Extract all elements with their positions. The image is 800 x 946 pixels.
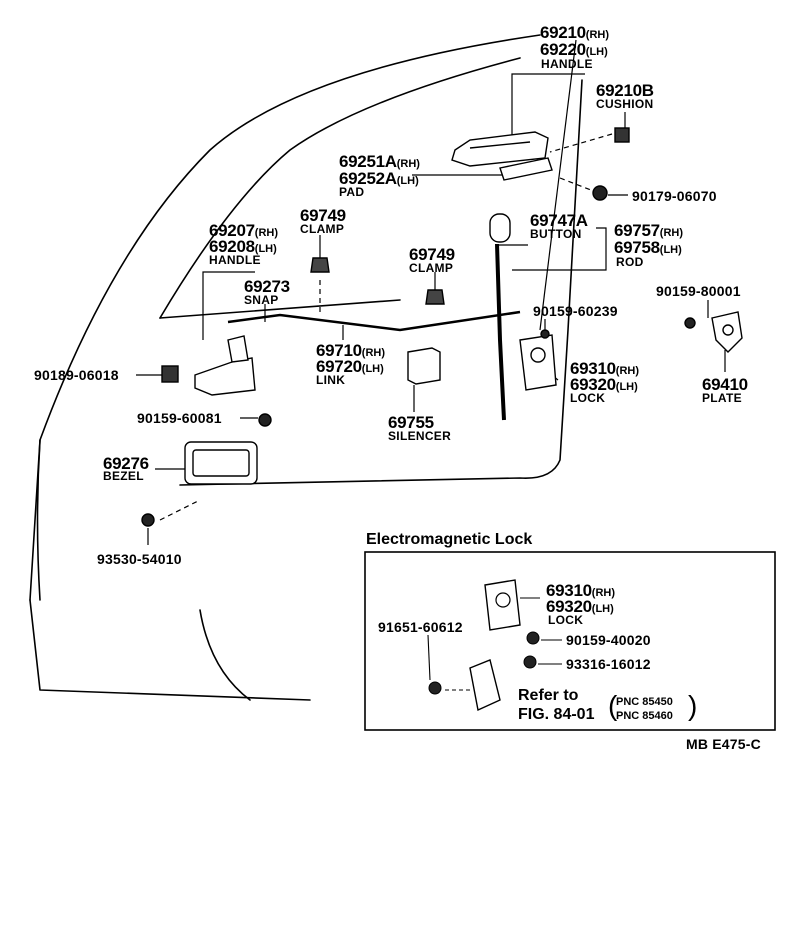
- leader-cushion-dash: [549, 133, 613, 153]
- leader-handle-outer: [511, 73, 585, 140]
- em-label-bolt-91651: 91651-60612: [378, 619, 463, 635]
- label-handle-outer-lh: 69220(LH): [540, 40, 608, 59]
- rod-part: [495, 243, 506, 421]
- em-label-nut-93316: 93316-16012: [566, 656, 651, 672]
- label-lock-lh: 69320(LH): [570, 375, 638, 394]
- label-handle-inner-lh: 69208(LH): [209, 237, 277, 256]
- label-silencer-pn: 69755: [388, 413, 434, 432]
- footer-code: MB E475-C: [686, 736, 761, 752]
- em-label-pnc1: PNC 85450: [616, 696, 673, 708]
- label-pad-name: PAD: [339, 185, 365, 199]
- label-screw-93530: 93530-54010: [97, 551, 182, 567]
- label-bezel-pn: 69276: [103, 454, 149, 473]
- screw-93530-part: [141, 513, 155, 527]
- em-lock-part: [484, 579, 521, 631]
- cushion-part: [614, 127, 630, 143]
- em-lock-box: [364, 551, 776, 731]
- inside-handle-part: [194, 357, 256, 396]
- em-actuator-part: [469, 659, 501, 712]
- leader-handle-inner: [202, 271, 255, 340]
- label-screw-90159-60239: 90159-60239: [533, 303, 618, 319]
- label-snap-name: SNAP: [244, 293, 279, 307]
- door-outline: [29, 34, 541, 601]
- screw-80001-part: [684, 317, 696, 329]
- door-outline-lower: [29, 599, 311, 701]
- clamp1-part: [310, 257, 330, 273]
- door-sill-line: [199, 609, 251, 701]
- outside-handle-part: [451, 131, 549, 167]
- label-link-rh: 69710(RH): [316, 341, 385, 360]
- em-label-lock-rh: 69310(RH): [546, 581, 615, 600]
- em-box-title: Electromagnetic Lock: [366, 531, 533, 548]
- em-label-fig-ref: FIG. 84-01: [518, 706, 595, 723]
- label-rod-lh: 69758(LH): [614, 238, 682, 257]
- label-screw-90159-80001: 90159-80001: [656, 283, 741, 299]
- pad-part: [499, 157, 553, 181]
- em-bracket-left: (: [608, 690, 618, 721]
- label-link-name: LINK: [316, 373, 346, 387]
- label-screw-90179: 90179-06070: [632, 188, 717, 204]
- label-snap-pn: 69273: [244, 277, 290, 296]
- label-cushion-name: CUSHION: [596, 97, 654, 111]
- label-lock-name: LOCK: [570, 391, 606, 405]
- door-window-frame: [159, 57, 521, 319]
- label-clamp2-pn: 69749: [409, 245, 455, 264]
- em-screw-40020-part: [526, 631, 540, 645]
- label-button-pn: 69747A: [530, 211, 588, 230]
- label-clamp1-pn: 69749: [300, 206, 346, 225]
- label-handle-inner-name: HANDLE: [209, 253, 261, 267]
- label-pad-lh: 69252A(LH): [339, 169, 419, 188]
- em-label-lock-name: LOCK: [548, 613, 584, 627]
- label-clip-90189: 90189-06018: [34, 367, 119, 383]
- label-clamp2-name: CLAMP: [409, 261, 454, 275]
- em-label-lock-lh: 69320(LH): [546, 597, 614, 616]
- em-label-refer-to: Refer to: [518, 687, 579, 704]
- link-part: [227, 310, 521, 332]
- door-inner-panel: [159, 299, 401, 319]
- label-clamp1-name: CLAMP: [300, 222, 345, 236]
- label-handle-inner-rh: 69207(RH): [209, 221, 278, 240]
- leader-rod-vertical: [539, 39, 577, 331]
- em-nut-93316-part: [523, 655, 537, 669]
- em-label-pnc2: PNC 85460: [616, 710, 673, 722]
- clip-90189-part: [161, 365, 179, 383]
- clamp2-part: [425, 289, 445, 305]
- label-button-name: BUTTON: [530, 227, 582, 241]
- label-silencer-name: SILENCER: [388, 429, 452, 443]
- em-bolt-91651-part: [428, 681, 442, 695]
- leader-rod: [512, 227, 607, 271]
- label-handle-outer-rh: 69210(RH): [540, 23, 609, 42]
- label-cushion-pn: 69210B: [596, 81, 654, 100]
- leader-90179-dash: [559, 177, 597, 193]
- screw-60081-part: [258, 413, 272, 427]
- door-edge-line: [36, 439, 41, 601]
- label-bezel-name: BEZEL: [103, 469, 144, 483]
- label-rod-rh: 69757(RH): [614, 221, 683, 240]
- silencer-part: [407, 347, 441, 385]
- screw-90179-part: [592, 185, 608, 201]
- screw-60239-part: [540, 329, 550, 339]
- leader-bezel-dash: [159, 499, 201, 521]
- label-rod-name: ROD: [616, 255, 644, 269]
- label-pad-rh: 69251A(RH): [339, 152, 420, 171]
- label-lock-rh: 69310(RH): [570, 359, 639, 378]
- em-label-screw-90159-40020: 90159-40020: [566, 632, 651, 648]
- button-part: [489, 213, 511, 243]
- em-bracket-right: ): [688, 690, 698, 721]
- label-link-lh: 69720(LH): [316, 357, 384, 376]
- label-screw-90159-60081: 90159-60081: [137, 410, 222, 426]
- label-handle-outer-name: HANDLE: [541, 57, 593, 71]
- label-plate-name: PLATE: [702, 391, 742, 405]
- label-plate-pn: 69410: [702, 375, 748, 394]
- door-rear-edge: [179, 79, 583, 486]
